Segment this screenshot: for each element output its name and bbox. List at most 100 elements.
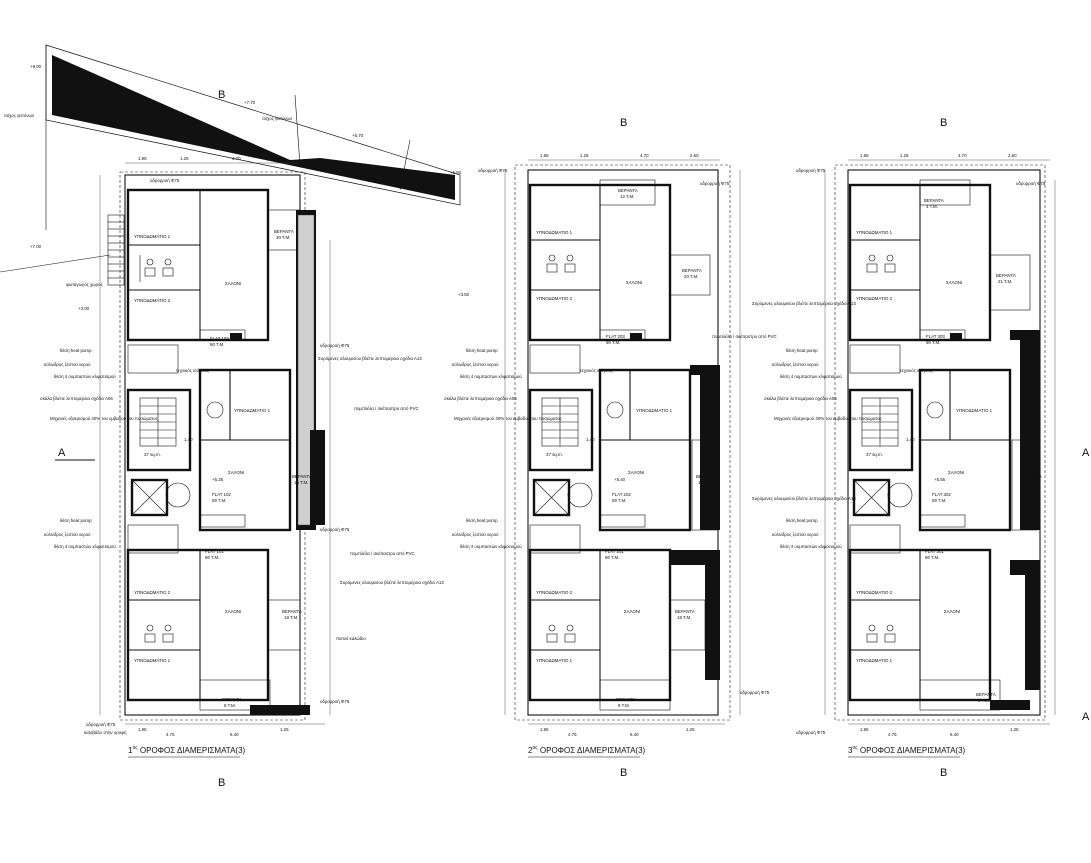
- veranda-label: ΒΕΡΑΝΤΑ: [924, 198, 944, 203]
- annotation-downpipe: υδρορροή Φ75: [740, 690, 770, 695]
- annotation-stair-pipe: σκάλα βλέπε λεπτομέρεια σχέδιο Α06: [444, 396, 517, 401]
- room-label-bedroom2: ΥΠΝΟΔΩΜΑΤΙΟ 2: [536, 590, 573, 595]
- annotation-pergola: πομπλέλα / σκέπαστρο από PVC: [354, 406, 419, 411]
- annotation-neighbour-wall: τοίχος γειτόνων: [262, 116, 293, 121]
- flat-103: [126, 188, 301, 342]
- annotation-stair-pipe: σκάλα βλέπε λεπτομέρεια σχέδιο Α06: [764, 396, 837, 401]
- flat-302: [918, 330, 1040, 532]
- plan-title-text: ΟΡΟΦΟΣ ΔΙΑΜΕΡΙΣΜΑΤΑ(3): [138, 746, 246, 755]
- room-label-living: ΣΑΛΟΝΙ: [628, 470, 644, 475]
- annotation-lift: Μηχανές εξαερισμού 40% του εμβαδου του π…: [774, 416, 882, 421]
- annotation-downpipe: υδρορροή Φ75: [1016, 181, 1046, 186]
- flat-102-name: FLAT 102: [212, 492, 231, 497]
- flat-101-name: FLAT 101: [205, 549, 224, 554]
- section-mark-b-bottom: B: [620, 767, 627, 779]
- veranda-label: ΒΕΡΑΝΤΑ: [282, 609, 302, 614]
- annotation-railing: πισινό καλώδιο: [336, 636, 366, 641]
- annotation-heat-pump: θέση heat pump: [60, 348, 92, 353]
- flat-102-area: 59 T.M.: [212, 498, 226, 503]
- room-label-bedroom1: ΥΠΝΟΔΩΜΑΤΙΟ 1: [234, 408, 271, 413]
- room-label-living: ΣΑΛΟΝΙ: [948, 470, 964, 475]
- veranda-area: 12 T.M.: [620, 194, 634, 199]
- annotation-sliding: Συρόμενες αλουμινίου βλέπε λεπτομέρεια σ…: [318, 356, 422, 361]
- plan-title-sup: ος: [852, 745, 858, 751]
- annotation-meters: θέση 4 ουμπαστών κλιματισμού: [54, 544, 116, 549]
- veranda-label: ΒΕΡΑΝΤΑ: [696, 474, 716, 479]
- veranda-label: ΒΕΡΑΝΤΑ: [616, 697, 636, 702]
- flat-203-name: FLAT 203: [606, 334, 625, 339]
- level-670: +6.70: [352, 133, 364, 138]
- room-label-bedroom1: ΥΠΝΟΔΩΜΑΤΙΟ 1: [536, 658, 573, 663]
- annotation-roof-drain: κατεβάζει στην οροφή: [84, 730, 127, 735]
- roof-outline: [514, 164, 731, 721]
- section-mark-a: A: [1082, 711, 1090, 723]
- plan-title: 3ος ΟΡΟΦΟΣ ΔΙΑΜΕΡΙΣΜΑΤΑ(3): [848, 745, 966, 755]
- boundary-line: [0, 254, 111, 273]
- flat-301: [848, 548, 1040, 711]
- level-555: +5.55: [934, 477, 946, 482]
- room-label-living: ΣΑΛΟΝΙ: [225, 281, 241, 286]
- veranda-label: ΒΕΡΑΝΤΑ: [1022, 474, 1042, 479]
- annotation-lift: Μηχανές εξαερισμού 40% του εμβαδου του π…: [50, 416, 158, 421]
- boundary-line: [399, 139, 411, 191]
- annotation-lift: Μηχανές εξαερισμού 40% του εμβαδου του π…: [454, 416, 562, 421]
- section-mark-b-top: B: [940, 117, 947, 129]
- plan-title: 2ος ΟΡΟΦΟΣ ΔΙΑΜΕΡΙΣΜΑΤΑ(3): [528, 745, 646, 755]
- neighbour-roof-hatch: [52, 55, 455, 200]
- plan-3: B B A A ΥΠΝΟΔΩΜΑΤΙΟ 1 ΥΠΝΟΔΩΜΑΤΙΟ 2 ΣΑΛΟ…: [764, 117, 1090, 779]
- dim-label: 4.75: [568, 732, 577, 737]
- annotation-cylinder: κύλινδρος ζεστού νερού: [44, 532, 91, 537]
- annotation-heat-pump: θέση heat pump: [466, 518, 498, 523]
- dim-label: 1.95: [138, 727, 147, 732]
- room-label-living: ΣΑΛΟΝΙ: [626, 280, 642, 285]
- flat-203: [528, 179, 711, 342]
- dim-label: 4.70: [640, 153, 649, 158]
- dim-label: 4.70: [232, 156, 241, 161]
- veranda-area: 8 T.M.: [978, 698, 990, 703]
- annotation-sliding: Συρόμενες αλουμινίου βλέπε λεπτομέρεια σ…: [340, 580, 444, 585]
- room-label-living: ΣΑΛΟΝΙ: [946, 280, 962, 285]
- veranda-area: 4 T.M.: [926, 204, 938, 209]
- dim-label: 1.95: [540, 727, 549, 732]
- annotation-meters: θέση 4 ουμπαστών κλιματισμού: [460, 374, 522, 379]
- flat-203-area: 90 T.M.: [606, 340, 620, 345]
- section-mark-a: A: [1082, 447, 1090, 459]
- level-300: +3.00: [78, 306, 90, 311]
- boundary-line: [294, 94, 301, 166]
- flat-201-area: 90 T.M.: [605, 555, 619, 560]
- veranda-area: 21 T.M.: [998, 279, 1012, 284]
- level-540: +5.40: [614, 477, 626, 482]
- annotation-neighbour-wall: τοίχος γειτόνων: [4, 113, 35, 118]
- room-label-bedroom2: ΥΠΝΟΔΩΜΑΤΙΟ 2: [856, 590, 893, 595]
- room-label-bedroom1: ΥΠΝΟΔΩΜΑΤΙΟ 1: [856, 658, 893, 663]
- room-label-bedroom2: ΥΠΝΟΔΩΜΑΤΙΟ 2: [856, 296, 893, 301]
- room-label-living: ΣΑΛΟΝΙ: [944, 609, 960, 614]
- roof-outline: [834, 164, 1046, 721]
- room-label-bedroom1: ΥΠΝΟΔΩΜΑΤΙΟ 1: [956, 408, 993, 413]
- flat-101-area: 90 T.M.: [205, 555, 219, 560]
- dim-label: 4.75: [888, 732, 897, 737]
- annotation-heat-pump: θέση heat pump: [786, 518, 818, 523]
- veranda-label: ΒΕΡΑΝΤΑ: [618, 188, 638, 193]
- annotation-cylinder: κύλινδρος ζεστού νερού: [44, 362, 91, 367]
- plan-title-text: ΟΡΟΦΟΣ ΔΙΑΜΕΡΙΣΜΑΤΑ(3): [858, 746, 966, 755]
- flat-103-name: FLAT 103: [210, 336, 229, 341]
- dim-label: 6.40: [230, 732, 239, 737]
- plan-1: B B A ΥΠΝΟΔΩΜΑΤΙΟ 1 ΥΠΝΟΔΩΜΑΤΙΟ 2 ΣΑΛΟΝΙ…: [0, 44, 462, 789]
- annotation-downpipe: υδρορροή Φ75: [320, 699, 350, 704]
- external-stair: [107, 214, 125, 286]
- dim-label: 6.40: [950, 732, 959, 737]
- dim-label: 2.60: [690, 153, 699, 158]
- flat-202-name: FLAT 202: [612, 492, 631, 497]
- dim-label: 1.25: [280, 727, 289, 732]
- room-label-living: ΣΑΛΟΝΙ: [228, 470, 244, 475]
- veranda-area: 18 T.M.: [677, 615, 691, 620]
- room-label-bedroom1: ΥΠΝΟΔΩΜΑΤΙΟ 1: [636, 408, 673, 413]
- annotation-pergola: πομπλέλα / σκέπαστρο από PVC: [712, 334, 777, 339]
- flat-201: [528, 548, 720, 711]
- veranda-label: ΒΕΡΑΝΤΑ: [292, 474, 312, 479]
- flat-303-area: 90 T.M.: [926, 340, 940, 345]
- veranda-area: 20 T.M.: [684, 274, 698, 279]
- section-mark-a: A: [58, 447, 66, 459]
